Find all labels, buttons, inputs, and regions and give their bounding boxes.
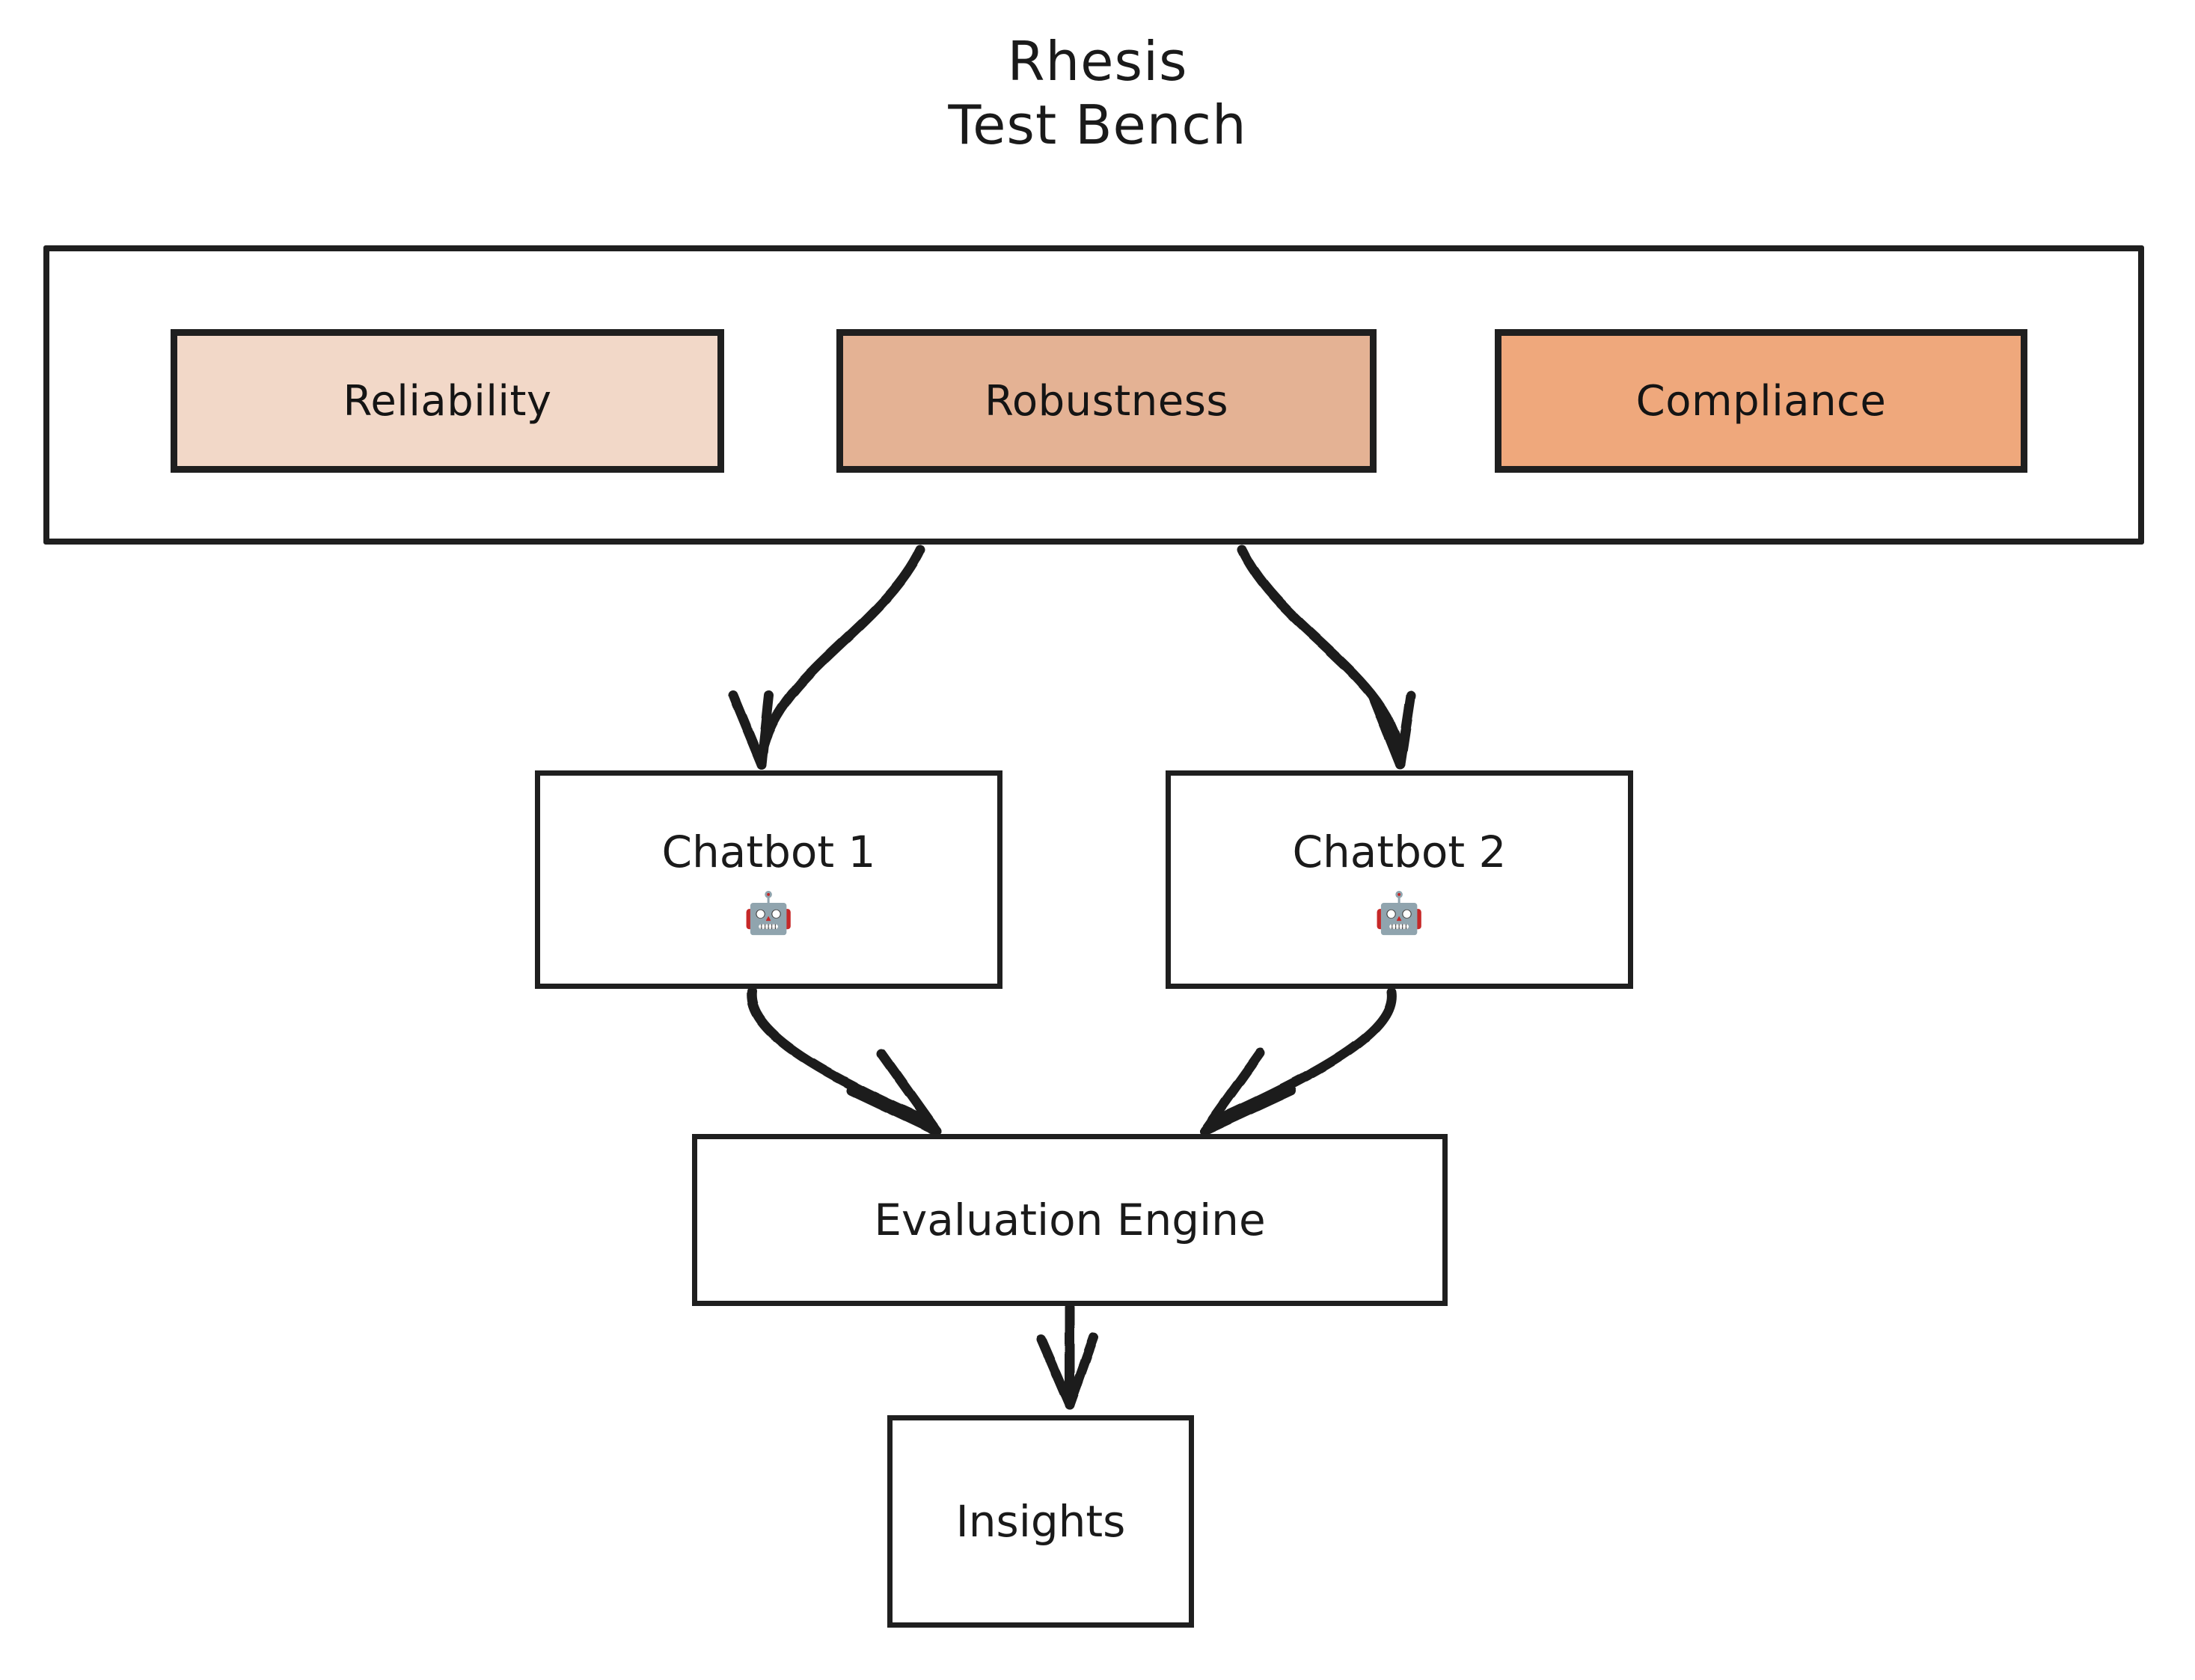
edge-arrowhead-eval-right-b	[1199, 1048, 1265, 1136]
node-chatbot-1[interactable]: Chatbot 1 🤖	[535, 770, 1002, 989]
diagram-title: Rhesis Test Bench	[948, 30, 1247, 156]
edge-arrowhead-chatbot1-right	[756, 690, 774, 770]
edge-arrowhead-insights-right	[1065, 1332, 1099, 1410]
metric-chip-reliability-label: Reliability	[343, 376, 552, 426]
edge-arrowhead-eval-left-b	[876, 1048, 942, 1136]
node-evaluation-engine-label: Evaluation Engine	[874, 1195, 1266, 1245]
edge-container-to-chatbot1	[756, 545, 925, 759]
metric-chip-robustness[interactable]: Robustness	[836, 329, 1377, 473]
robot-emoji-icon: 🤖	[1374, 889, 1425, 936]
node-chatbot-2-label: Chatbot 2	[1292, 827, 1507, 877]
edge-arrowhead-insights-left	[1036, 1334, 1075, 1410]
metric-chip-robustness-label: Robustness	[984, 376, 1229, 426]
node-insights[interactable]: Insights	[887, 1415, 1194, 1628]
edge-arrowhead-chatbot2-right	[1395, 690, 1416, 770]
node-chatbot-2[interactable]: Chatbot 2 🤖	[1166, 770, 1633, 989]
node-insights-label: Insights	[955, 1496, 1126, 1547]
edge-chatbot2-to-evaluation	[1207, 987, 1397, 1127]
edge-arrowhead-chatbot1-left	[728, 690, 767, 770]
metric-chip-reliability[interactable]: Reliability	[171, 329, 724, 473]
edge-arrowhead-chatbot2-left	[1368, 692, 1406, 770]
edge-chatbot1-to-evaluation	[747, 987, 934, 1127]
robot-emoji-icon: 🤖	[743, 889, 795, 936]
test-bench-container: Reliability Robustness Compliance	[43, 245, 2144, 545]
edge-container-to-chatbot2	[1237, 545, 1406, 759]
edge-arrowhead-eval-left-a	[846, 1085, 942, 1136]
node-chatbot-1-label: Chatbot 1	[661, 827, 876, 877]
metric-chip-compliance[interactable]: Compliance	[1495, 329, 2027, 473]
metric-chip-compliance-label: Compliance	[1635, 376, 1887, 426]
node-evaluation-engine[interactable]: Evaluation Engine	[692, 1134, 1448, 1306]
edge-arrowhead-eval-right-a	[1199, 1085, 1297, 1136]
